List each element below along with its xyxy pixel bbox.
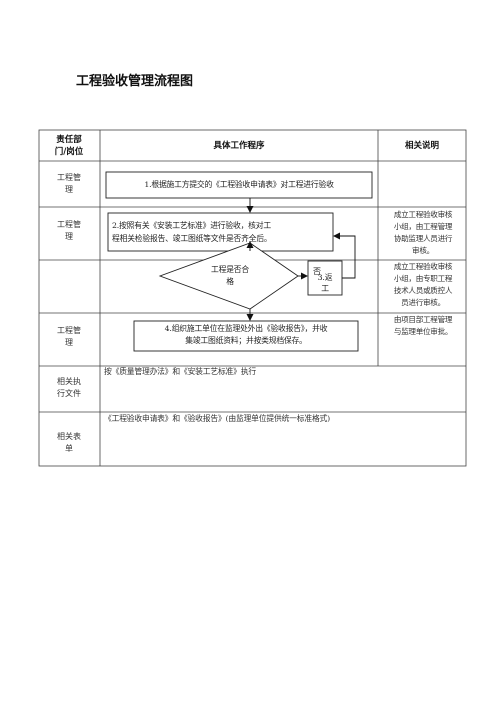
no-label: 否 bbox=[313, 267, 321, 276]
step2-text: 2.按照有关《安装工艺标准》进行验收，核对工 程相关检验报告、竣工图纸等文件是否… bbox=[108, 219, 333, 245]
header-notes: 相关说明 bbox=[404, 141, 439, 151]
note-line: 成立工程验收审核 bbox=[393, 210, 453, 219]
dept-row-2: 工程管 理 bbox=[39, 219, 99, 243]
step4-text: 4.组织施工单位在监理处外出《验收报告》，并收 集竣工图纸资料；并按类规档保存。 bbox=[134, 323, 358, 347]
table-outline bbox=[38, 129, 467, 467]
step1-text: 1.根据施工方提交的《工程验收申请表》对工程进行验收 bbox=[144, 180, 334, 189]
arrow-step3-return bbox=[333, 232, 356, 279]
label-line: 相关执 bbox=[57, 377, 81, 386]
header-dept-line1: 责任部 bbox=[56, 135, 82, 145]
decision-line1: 工程是否合 bbox=[211, 265, 249, 274]
note-line: 由项目部工程管理 bbox=[393, 315, 453, 324]
step2-box bbox=[107, 212, 334, 252]
step3-box bbox=[307, 260, 343, 296]
dept-line: 工程管 bbox=[57, 326, 81, 335]
related-files-label: 相关执 行文件 bbox=[39, 376, 99, 400]
label-line: 单 bbox=[65, 444, 73, 453]
dept-line: 工程管 bbox=[57, 173, 81, 182]
decision-text: 工程是否合 格 bbox=[200, 264, 260, 288]
note-row-2: 成立工程验收审核 小组，由工程管理 协助监理人员进行 审核。 bbox=[380, 209, 466, 257]
note-line: 技术人员或质控人 bbox=[393, 286, 453, 295]
dept-line: 理 bbox=[65, 338, 73, 347]
note-line: 协助监理人员进行 bbox=[393, 234, 453, 243]
step3-text: 3.返 工 bbox=[308, 272, 342, 294]
note-line: 小组，由工程管理 bbox=[393, 222, 453, 231]
page-title: 工程验收管理流程图 bbox=[76, 74, 194, 89]
note-line: 成立工程验收审核 bbox=[393, 262, 453, 271]
step3-line1: 3.返 bbox=[317, 273, 333, 282]
related-forms-label: 相关表 单 bbox=[39, 431, 99, 455]
related-forms-content: 《工程验收申请表》和《验收报告》(由监理单位提供统一标准格式) bbox=[104, 414, 330, 423]
label-line: 相关表 bbox=[57, 432, 81, 441]
dept-line: 工程管 bbox=[57, 220, 81, 229]
header-dept: 责任部 门/岗位 bbox=[39, 134, 99, 158]
step3-line2: 工 bbox=[321, 284, 329, 293]
note-line: 审核。 bbox=[412, 246, 434, 255]
header-dept-line2: 门/岗位 bbox=[54, 147, 84, 157]
step2-line1: 2.按照有关《安装工艺标准》进行验收，核对工 bbox=[112, 221, 271, 230]
label-line: 行文件 bbox=[57, 389, 81, 398]
note-line: 与监理单位审批。 bbox=[393, 327, 453, 336]
step4-line1: 4.组织施工单位在监理处外出《验收报告》，并收 bbox=[164, 324, 328, 333]
dept-row-4: 工程管 理 bbox=[39, 325, 99, 349]
related-files-content: 按《质量管理办法》和《安装工艺标准》执行 bbox=[104, 367, 256, 376]
step4-line2: 集竣工图纸资料；并按类规档保存。 bbox=[185, 336, 307, 345]
step1-box bbox=[105, 171, 373, 199]
dept-row-1: 工程管 理 bbox=[39, 172, 99, 196]
note-row-3: 成立工程验收审核 小组，由专职工程 技术人员或质控人 员进行审核。 bbox=[380, 261, 466, 309]
note-line: 小组，由专职工程 bbox=[393, 274, 453, 283]
dept-line: 理 bbox=[65, 185, 73, 194]
note-row-4: 由项目部工程管理 与监理单位审批。 bbox=[380, 314, 466, 338]
step2-line2: 程相关检验报告、竣工图纸等文件是否齐全后。 bbox=[112, 234, 272, 243]
decision-line2: 格 bbox=[226, 277, 234, 286]
step4-box bbox=[133, 320, 359, 352]
note-line: 员进行审核。 bbox=[401, 298, 445, 307]
dept-line: 理 bbox=[65, 232, 73, 241]
header-procedure: 具体工作程序 bbox=[213, 141, 265, 151]
